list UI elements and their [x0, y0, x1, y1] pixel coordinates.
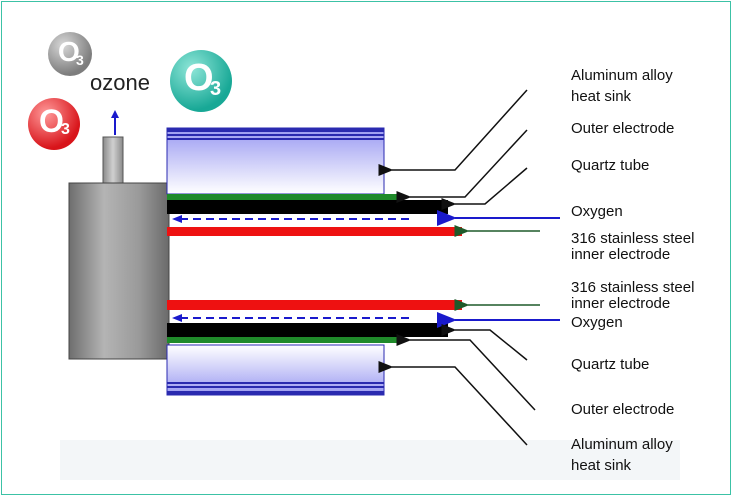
label-inner-electrode-top-1: 316 stainless steel	[571, 230, 695, 247]
inner-electrode-bottom	[167, 300, 462, 310]
ozone-label: ozone	[90, 70, 150, 95]
label-heat-sink-top-1: Aluminum alloy	[571, 67, 673, 84]
ozone-molecule-red: O 3	[28, 98, 80, 150]
quartz-pointer-top	[396, 129, 528, 203]
label-inner-electrode-bottom-2: inner electrode	[571, 295, 671, 312]
label-outer-electrode-bottom: Outer electrode	[571, 401, 675, 418]
outer-electrode-pointer-top	[441, 167, 528, 210]
label-inner-electrode-top-2: inner electrode	[571, 246, 671, 263]
outer-electrode-top	[167, 200, 448, 214]
quartz-tube-top	[167, 194, 403, 200]
label-oxygen-top: Oxygen	[571, 203, 623, 220]
inner-electrode-top	[167, 227, 462, 236]
quartz-pointer-bottom	[396, 334, 536, 411]
outer-electrode-pointer-bottom	[441, 324, 528, 361]
quartz-tube-bottom	[167, 337, 403, 343]
ozone-molecule-gray: O 3	[48, 32, 92, 76]
label-heat-sink-top-2: heat sink	[571, 88, 632, 105]
label-oxygen-bottom: Oxygen	[571, 314, 623, 331]
heat-sink-pointer-top	[378, 89, 528, 176]
heat-sink-top	[166, 127, 385, 195]
label-heat-sink-bottom-2: heat sink	[571, 457, 632, 474]
heat-sink-bottom	[166, 344, 385, 396]
ozone-outlet-pipe	[102, 136, 124, 186]
label-outer-electrode-top: Outer electrode	[571, 120, 675, 137]
heat-sink-pointer-bottom	[378, 361, 528, 446]
label-inner-electrode-bottom-1: 316 stainless steel	[571, 279, 695, 296]
floor-reflection	[60, 440, 680, 480]
ozone-arrow-head	[111, 110, 119, 118]
label-heat-sink-bottom-1: Aluminum alloy	[571, 436, 673, 453]
generator-housing	[68, 182, 170, 360]
label-quartz-tube-top: Quartz tube	[571, 157, 650, 174]
label-quartz-tube-bottom: Quartz tube	[571, 356, 650, 373]
ozone-molecule-teal: O 3	[170, 50, 232, 112]
outer-electrode-bottom	[167, 323, 448, 337]
